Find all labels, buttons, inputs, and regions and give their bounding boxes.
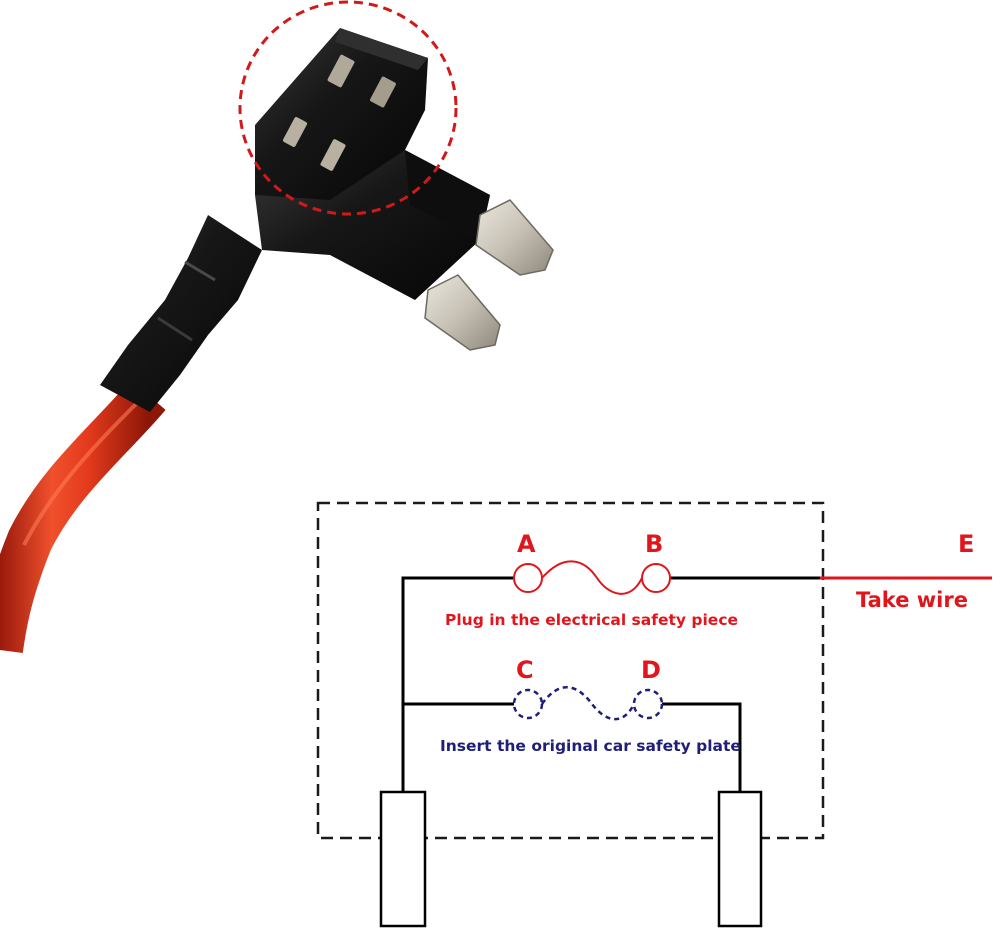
dashed-red-circle bbox=[238, 0, 458, 216]
label-d: D bbox=[641, 656, 661, 684]
caption-plug-in: Plug in the electrical safety piece bbox=[445, 611, 738, 629]
fuse-socket-block bbox=[255, 28, 428, 200]
caption-insert: Insert the original car safety plate bbox=[440, 737, 741, 755]
blade-terminal-right bbox=[717, 790, 763, 928]
add-on-fuse-symbol bbox=[513, 560, 671, 595]
wiring-diagram: A B E Take wire Plug in the electrical s… bbox=[316, 501, 992, 928]
label-e: E bbox=[958, 530, 974, 558]
metal-blade-lower bbox=[424, 274, 501, 351]
blade-terminal-left bbox=[379, 790, 427, 928]
fuse-element-top bbox=[541, 560, 643, 595]
metal-blade-upper bbox=[475, 199, 554, 276]
original-fuse-symbol bbox=[512, 685, 664, 721]
top-wire-left bbox=[401, 576, 514, 792]
terminal-a bbox=[513, 563, 543, 593]
label-a: A bbox=[517, 530, 536, 558]
socket-slot-3 bbox=[282, 117, 308, 147]
terminal-c bbox=[512, 688, 544, 720]
label-b: B bbox=[645, 530, 663, 558]
terminal-d bbox=[632, 688, 664, 720]
red-wire bbox=[0, 380, 166, 654]
heat-shrink-sleeve bbox=[100, 215, 262, 412]
diagram-boundary bbox=[316, 501, 825, 840]
socket-slot-2 bbox=[370, 76, 396, 108]
socket-slot-1 bbox=[327, 54, 355, 88]
label-take-wire: Take wire bbox=[856, 588, 968, 612]
fuse-tap-photo bbox=[0, 0, 554, 654]
bottom-wire-right bbox=[660, 702, 742, 792]
fuse-element-bottom bbox=[540, 685, 636, 721]
socket-slot-4 bbox=[320, 139, 346, 171]
terminal-b bbox=[641, 563, 671, 593]
label-c: C bbox=[516, 656, 534, 684]
